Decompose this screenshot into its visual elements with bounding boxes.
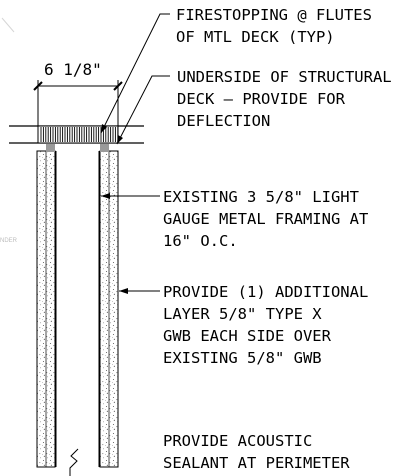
faint-label: NDER (0, 238, 18, 244)
note-acoustic: PROVIDE ACOUSTIC SEALANT AT PERIMETER (163, 432, 350, 472)
svg-text:OF MTL DECK (TYP): OF MTL DECK (TYP) (176, 28, 335, 46)
right-head-sealant (100, 144, 109, 152)
svg-text:PROVIDE ACOUSTIC: PROVIDE ACOUSTIC (163, 432, 312, 450)
svg-text:16" O.C.: 16" O.C. (163, 232, 238, 250)
svg-text:DEFLECTION: DEFLECTION (177, 112, 270, 130)
svg-text:PROVIDE (1) ADDITIONAL: PROVIDE (1) ADDITIONAL (163, 283, 368, 301)
svg-text:GAUGE METAL FRAMING AT: GAUGE METAL FRAMING AT (163, 210, 368, 228)
leader-deck (116, 75, 170, 145)
svg-text:SEALANT AT PERIMETER: SEALANT AT PERIMETER (163, 454, 350, 472)
svg-text:EXISTING 5/8" GWB: EXISTING 5/8" GWB (163, 349, 322, 367)
note-firestopping: FIRESTOPPING @ FLUTES OF MTL DECK (TYP) (176, 6, 372, 46)
leader-framing-arrow (101, 193, 110, 199)
left-gwb-layers (36, 150, 56, 468)
leader-gwb-arrow (119, 288, 128, 294)
svg-text:FIRESTOPPING @ FLUTES: FIRESTOPPING @ FLUTES (176, 6, 372, 24)
faint-arc-mark (1, 17, 15, 33)
leader-deck-arrow (117, 135, 123, 144)
width-dimension: 6 1/8" (33, 60, 123, 143)
leader-firestopping (100, 13, 170, 134)
svg-text:DECK – PROVIDE FOR: DECK – PROVIDE FOR (177, 90, 346, 108)
note-gwb: PROVIDE (1) ADDITIONAL LAYER 5/8" TYPE X… (163, 283, 368, 367)
note-deck: UNDERSIDE OF STRUCTURAL DECK – PROVIDE F… (177, 68, 392, 130)
leader-firestopping-arrow (101, 124, 107, 133)
left-head-sealant (46, 144, 55, 152)
break-line (69, 448, 79, 476)
svg-text:GWB EACH SIDE OVER: GWB EACH SIDE OVER (163, 327, 332, 345)
note-framing: EXISTING 3 5/8" LIGHT GAUGE METAL FRAMIN… (163, 188, 368, 250)
svg-text:EXISTING 3 5/8" LIGHT: EXISTING 3 5/8" LIGHT (163, 188, 359, 206)
dimension-label: 6 1/8" (44, 60, 102, 79)
svg-text:LAYER 5/8" TYPE X: LAYER 5/8" TYPE X (163, 305, 322, 323)
firestopping-hatch (37, 125, 119, 144)
svg-text:UNDERSIDE OF STRUCTURAL: UNDERSIDE OF STRUCTURAL (177, 68, 392, 86)
